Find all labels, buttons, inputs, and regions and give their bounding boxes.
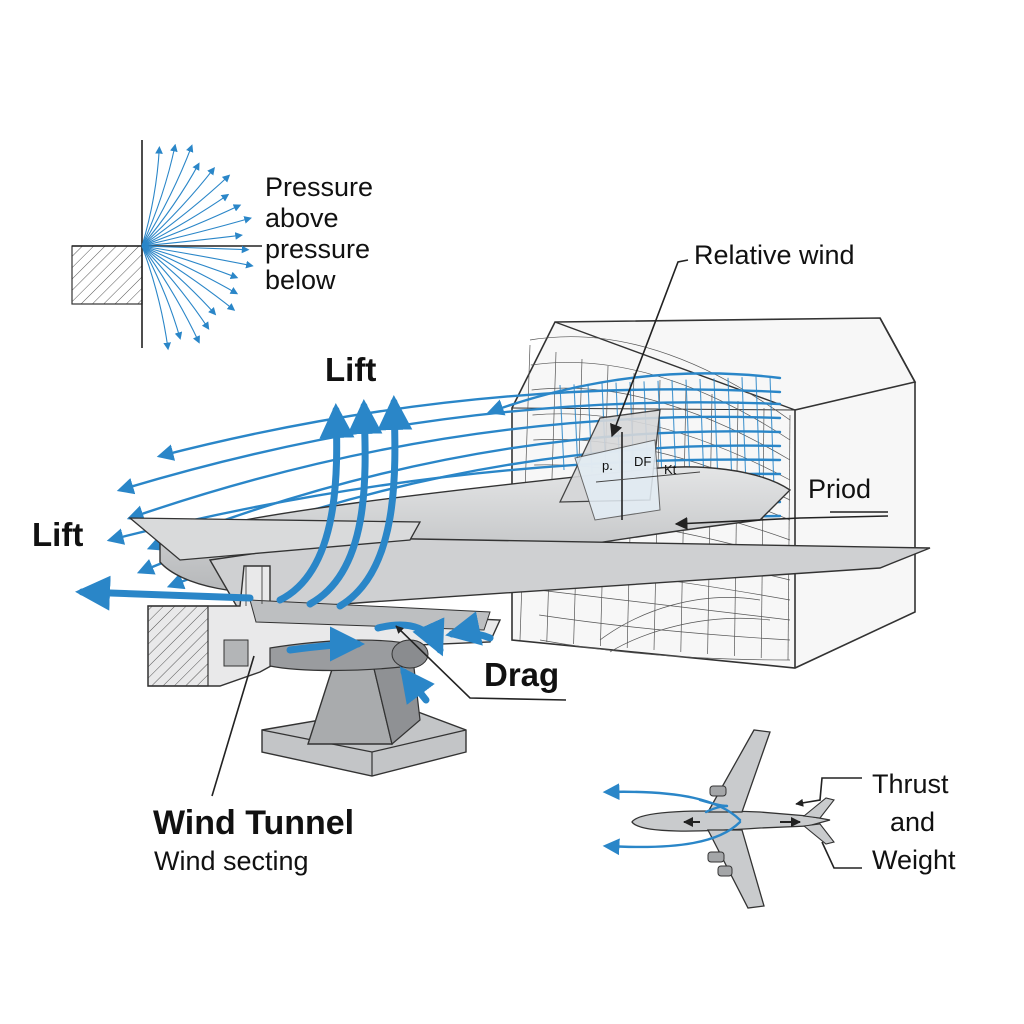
tunnel-flow-rib [573, 384, 579, 472]
pressure-label-line-2: above [265, 203, 339, 233]
tunnel-flow-rib [559, 384, 565, 471]
fan-ray [141, 245, 236, 311]
top-view-airplane-icon [602, 729, 862, 909]
model-tag-p: p. [602, 458, 613, 473]
tunnel-mesh-line [609, 617, 771, 653]
fan-ray [141, 245, 217, 316]
streamline [126, 415, 782, 522]
fan-ray [141, 245, 254, 269]
tunnel-flow-rib [727, 377, 733, 485]
tunnel-mesh-line [529, 336, 791, 421]
streamline [106, 458, 782, 545]
thrust-label-line-2: and [890, 807, 935, 837]
fan-ray [141, 245, 171, 351]
tunnel-flow-rib [769, 375, 775, 489]
model-tag-df: DF [634, 454, 651, 469]
streamline [156, 388, 782, 461]
fan-ray [141, 145, 163, 247]
leader-lines [211, 259, 889, 797]
drag-label: Drag [484, 656, 559, 693]
lift-label-top: Lift [325, 351, 376, 388]
tunnel-flow-rib [699, 378, 705, 483]
fan-ray [141, 193, 230, 247]
fan-ray [141, 144, 194, 247]
lift-label-left: Lift [32, 516, 83, 553]
wind-secting-label: Wind secting [154, 846, 309, 876]
fan-ray [141, 143, 178, 247]
tunnel-flow-rib [671, 380, 677, 480]
tunnel-mesh-line [599, 597, 761, 641]
fan-ray [141, 245, 210, 330]
fan-ray [141, 245, 239, 279]
tunnel-mesh-line [538, 589, 791, 621]
tunnel-flow-rib [685, 379, 691, 481]
fan-ray [141, 216, 252, 247]
tunnel-flow-rib [741, 377, 747, 486]
fan-ray [141, 204, 242, 247]
streamline [146, 430, 782, 551]
radial-fan-icon [71, 140, 262, 351]
tunnel-mesh-line [539, 639, 791, 661]
wind-tunnel-title: Wind Tunnel [153, 804, 354, 842]
tunnel-mesh-line [734, 400, 739, 657]
tunnel-mesh-line [787, 414, 791, 661]
tunnel-flow-rib [755, 376, 761, 487]
tunnel-mesh-line [760, 407, 765, 659]
fan-ray [141, 162, 200, 247]
pressure-label-line-3: pressure [265, 234, 370, 264]
relative-wind-label: Relative wind [694, 240, 855, 270]
lift-arrows [75, 395, 494, 705]
fan-ray [141, 245, 183, 340]
thrust-label-line-1: Thrust [872, 769, 949, 799]
fan-ray [141, 245, 200, 344]
priod-label: Priod [808, 474, 871, 504]
thrust-label-line-3: Weight [872, 845, 956, 875]
tunnel-mesh-line [531, 387, 791, 461]
fan-ray [141, 232, 243, 247]
pressure-label-line-1: Pressure [265, 172, 373, 202]
model-tag-kt: Kt [664, 462, 677, 477]
tunnel-mesh-line [539, 614, 791, 641]
fan-ray [141, 245, 239, 295]
pressure-label-line-4: below [265, 265, 336, 295]
fan-ray [141, 174, 231, 247]
tunnel-flow-rib [657, 380, 663, 479]
tunnel-flow-rib [713, 378, 719, 484]
fan-ray [141, 245, 250, 254]
fan-ray [141, 167, 215, 247]
